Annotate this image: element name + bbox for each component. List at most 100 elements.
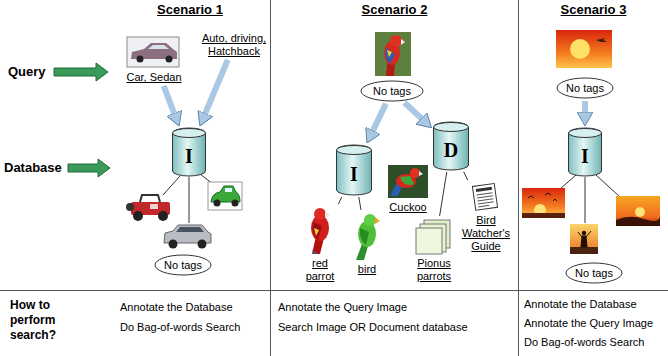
sunset-photo	[556, 30, 612, 68]
red-parrot-picture-part	[325, 211, 330, 218]
sedan-photo-part	[137, 56, 144, 63]
column-heading: Scenario 2	[271, 2, 518, 18]
query-arrow	[582, 101, 588, 112]
method-note: Do Bag-of-words Search	[524, 335, 644, 349]
jeep-picture-part	[126, 203, 134, 211]
result-lines-part	[585, 177, 586, 223]
sunset-sea-picture-part	[616, 196, 660, 226]
red-parrot-picture-part	[313, 222, 322, 240]
sedan-photo-part	[166, 56, 173, 63]
cylinder-top	[434, 123, 469, 132]
divider-lines-part	[0, 290, 668, 291]
tag-ellipse: No tags	[565, 262, 623, 284]
row-pointer-arrow-part	[54, 63, 108, 81]
document-stack-icon	[416, 220, 450, 254]
database-cylinder: I	[568, 128, 602, 176]
green-car-picture	[208, 182, 242, 210]
database-cylinder: I	[336, 145, 372, 195]
row-label: Database	[4, 160, 62, 176]
suv-picture-part	[198, 240, 207, 249]
cylinder-body	[337, 145, 372, 195]
image-caption: Car, Sedan	[120, 69, 188, 84]
tag-ellipse: No tags	[154, 254, 212, 276]
result-lines-part	[163, 176, 180, 195]
red-parrot-picture-part	[314, 228, 319, 236]
tag-status: No tags	[373, 85, 411, 98]
sunset-person-picture-part	[570, 247, 598, 254]
image-caption: Cuckoo	[386, 199, 430, 214]
jeep-picture-part	[158, 211, 168, 221]
tag-status: No tags	[164, 259, 202, 272]
red-parrot-picture-part	[314, 208, 326, 220]
green-car-picture-part	[225, 188, 232, 192]
query-keywords: Auto, driving, Hatchback	[200, 32, 268, 58]
image-item: Pionus parrots	[412, 218, 456, 283]
newspaper-icon-part-part	[478, 205, 489, 207]
query-arrow	[164, 86, 174, 113]
sedan-photo-part	[127, 37, 179, 67]
parrot-photo-part	[387, 50, 392, 57]
cylinder-top	[569, 129, 602, 138]
image-caption: red parrot	[302, 255, 338, 283]
method-note: Do Bag-of-words Search	[120, 320, 240, 334]
sunset-photo-part	[570, 39, 590, 59]
column-heading: Scenario 1	[110, 2, 270, 18]
image-item: red parrot	[302, 206, 338, 283]
result-link	[464, 172, 468, 180]
parrot-photo-part	[375, 32, 411, 76]
cylinder-top	[173, 129, 206, 138]
cuckoo-photo-part	[388, 165, 428, 198]
suv-picture	[164, 225, 211, 249]
image-caption: bird	[348, 261, 386, 276]
cylinder-body	[569, 128, 602, 176]
image-item: Car, Sedan	[120, 37, 188, 84]
sedan-photo	[127, 37, 179, 67]
sunset-birds-picture-part	[522, 213, 565, 218]
jeep-picture	[126, 195, 170, 221]
keyword-query: Auto, driving, Hatchback	[200, 32, 268, 58]
result-link	[359, 197, 361, 210]
row-label: Query	[8, 64, 46, 80]
jeep-picture-part	[150, 204, 158, 209]
parrot-photo-part	[401, 39, 405, 45]
tag-status: No tags	[575, 267, 613, 280]
red-parrot-picture-part	[312, 250, 318, 254]
tag-status: No tags	[566, 82, 604, 95]
newspaper-icon-part	[477, 193, 495, 207]
query-arrow	[405, 103, 422, 119]
tag-ellipse: No tags	[556, 77, 614, 99]
sunset-photo-part	[596, 38, 607, 42]
parrot-photo-part	[386, 48, 396, 64]
sedan-photo-part	[148, 45, 169, 49]
result-link	[440, 172, 447, 216]
row-label: How to perform search?	[10, 298, 74, 343]
database-letter: I	[581, 145, 589, 167]
image-item: Cuckoo	[386, 163, 430, 214]
newspaper-icon-part-part	[478, 202, 494, 204]
suv-picture-part	[169, 240, 178, 249]
cuckoo-photo-part	[410, 168, 420, 178]
cuckoo-photo-part	[419, 171, 423, 176]
parrot-photo-part	[390, 35, 402, 47]
green-car-picture-part	[232, 200, 239, 207]
sunset-sea-picture	[616, 196, 660, 226]
image-caption: Pionus parrots	[412, 255, 456, 283]
tag-ellipse: No tags	[360, 80, 424, 102]
ellipse-outline	[566, 263, 622, 283]
method-note: Search Image OR Document database	[278, 320, 468, 334]
cylinder-top	[337, 146, 372, 155]
jeep-picture-part	[133, 211, 143, 221]
sunset-birds-picture	[522, 188, 565, 218]
green-bird-picture	[356, 214, 380, 260]
newspaper-icon-part-part	[477, 196, 493, 198]
database-letter: D	[444, 139, 458, 161]
database-letter: I	[350, 163, 358, 185]
database-cylinder: I	[172, 128, 206, 176]
method-note: Annotate the Database	[120, 300, 233, 314]
result-lines-part	[596, 175, 620, 197]
green-bird-picture-part	[364, 214, 376, 226]
newspaper-icon	[472, 183, 497, 210]
ellipse-outline	[155, 255, 211, 275]
jeep-picture-part	[140, 195, 160, 202]
